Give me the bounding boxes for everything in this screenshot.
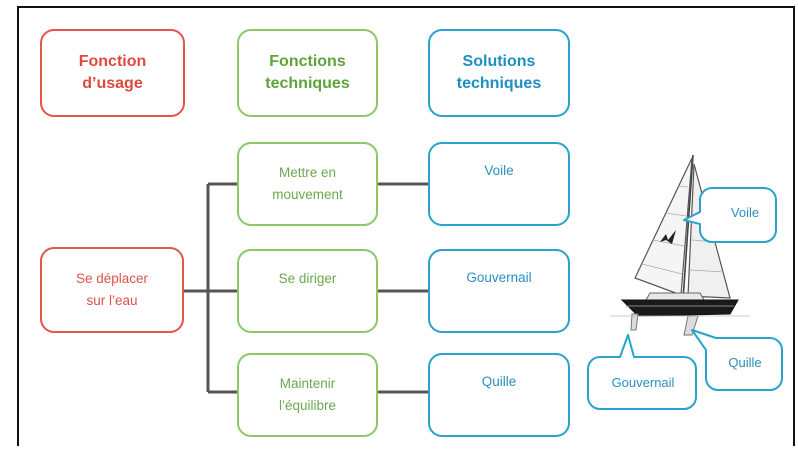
solution-label: Voile: [484, 163, 514, 178]
callout-voile: [683, 187, 777, 243]
header-fonction-usage: Fonction d’usage: [40, 29, 185, 117]
function-box-maintenir-equilibre: Maintenir l’équilibre: [237, 353, 378, 437]
function-label: Mettre en mouvement: [272, 165, 343, 202]
function-box-se-diriger: Se diriger: [237, 249, 378, 333]
solution-box-voile: Voile: [428, 142, 570, 226]
function-label: Se diriger: [278, 271, 337, 286]
solution-box-gouvernail: Gouvernail: [428, 249, 570, 333]
header-solutions-techniques: Solutions techniques: [428, 29, 570, 117]
callout-voile-label: Voile: [730, 205, 760, 220]
function-box-mettre-en-mouvement: Mettre en mouvement: [237, 142, 378, 226]
usage-function-box: Se déplacer sur l’eau: [40, 247, 184, 333]
solution-label: Quille: [481, 374, 517, 389]
function-label: Maintenir l’équilibre: [278, 376, 337, 413]
callout-gouvernail: [587, 334, 697, 410]
callout-quille-label: Quille: [728, 355, 762, 370]
solution-label: Gouvernail: [466, 270, 532, 285]
usage-function-label: Se déplacer sur l’eau: [75, 271, 149, 308]
header-fonctions-techniques-label: Fonctions techniques: [265, 53, 350, 92]
sail-logo-icon: [660, 230, 676, 244]
solution-box-quille: Quille: [428, 353, 570, 437]
callout-gouvernail-label: Gouvernail: [611, 375, 675, 390]
header-fonction-usage-label: Fonction d’usage: [78, 53, 147, 92]
header-solutions-techniques-label: Solutions techniques: [456, 53, 542, 92]
header-fonctions-techniques: Fonctions techniques: [237, 29, 378, 117]
callout-quille: [691, 329, 783, 391]
